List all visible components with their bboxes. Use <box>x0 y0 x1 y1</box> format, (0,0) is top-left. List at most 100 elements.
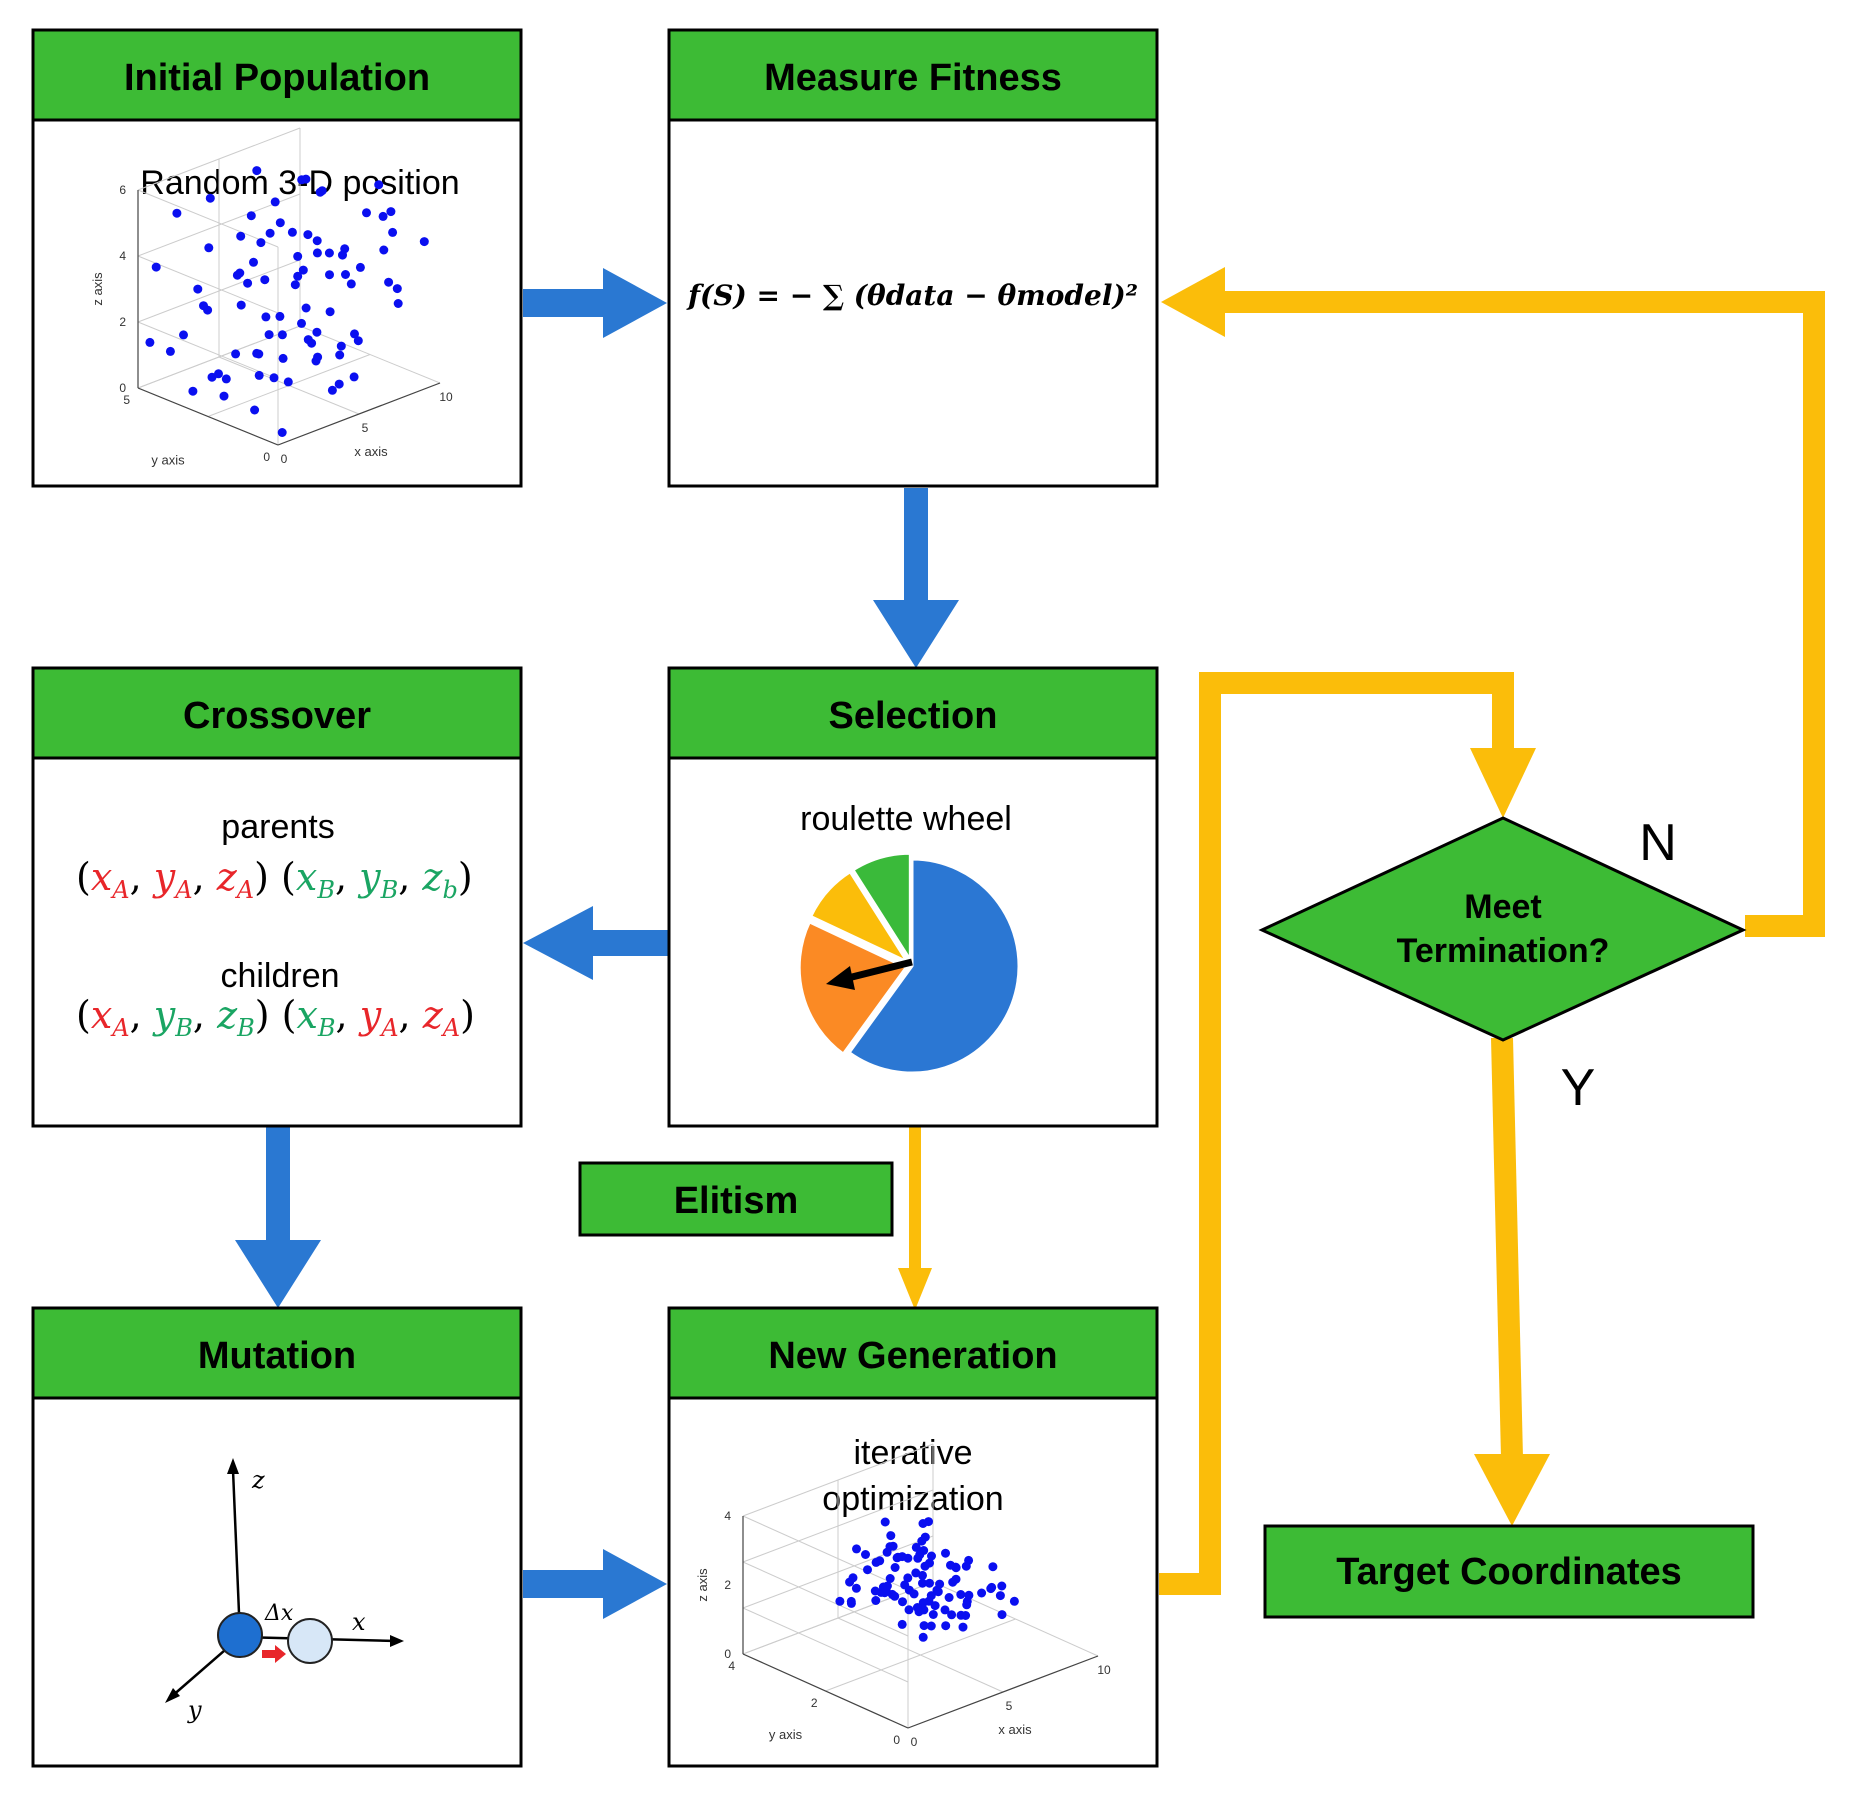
decision-diamond <box>1258 816 1747 1042</box>
scatter-point <box>911 1542 921 1552</box>
scatter-point <box>890 1591 900 1601</box>
scatter-point <box>317 186 327 196</box>
scatter-point <box>283 377 293 387</box>
scatter-point <box>956 1590 966 1599</box>
scatter-point <box>918 1598 928 1608</box>
grid-line <box>825 1618 1016 1692</box>
scatter-point <box>977 1588 987 1598</box>
grid-line <box>137 189 279 248</box>
y-axis-title: y axis <box>151 453 185 468</box>
parents-label: parents <box>221 808 334 846</box>
scatter-point <box>947 1610 957 1620</box>
initial-population-title: Initial Population <box>124 57 430 99</box>
x-tick-label: 10 <box>439 390 453 404</box>
grid-line <box>137 321 279 380</box>
scatter-point <box>312 327 322 337</box>
new-generation-caption-line1: iterative <box>853 1434 972 1472</box>
scatter-point <box>915 1550 925 1560</box>
scatter-point <box>961 1611 971 1620</box>
scatter-point <box>236 231 246 241</box>
scatter-point <box>193 284 203 294</box>
target-coordinates-box: Target Coordinates <box>1263 1524 1755 1619</box>
grid-line <box>299 325 441 384</box>
scatter-point <box>269 373 279 383</box>
scatter-point <box>165 346 175 356</box>
x-tick-label: 0 <box>911 1735 918 1749</box>
scatter-point <box>265 228 275 238</box>
y-tick-label: 0 <box>263 450 270 464</box>
scatter-point <box>204 243 214 253</box>
scatter-point <box>298 265 308 275</box>
z-axis-line <box>231 1469 242 1638</box>
z-axis-title: z axis <box>90 272 105 306</box>
x-tick-label: 10 <box>1097 1663 1111 1677</box>
grid-line <box>137 255 279 314</box>
scatter-point <box>275 311 285 321</box>
scatter-point <box>312 236 322 246</box>
scatter-point <box>918 1519 928 1528</box>
scatter-point <box>964 1590 974 1600</box>
scatter-point <box>231 349 241 359</box>
roulette-pointer-line <box>843 958 913 983</box>
scatter-point <box>861 1550 870 1559</box>
elitism-box: Elitism <box>578 1161 894 1237</box>
arrow-crossover-to-mutation-icon <box>235 1127 321 1308</box>
z-axis-label: z <box>251 1466 265 1494</box>
original-point <box>217 1612 263 1658</box>
scatter-point <box>246 211 256 221</box>
grid-line <box>742 1653 909 1729</box>
scatter-point <box>221 374 231 384</box>
scatter-point <box>388 227 398 237</box>
scatter-point <box>324 248 334 258</box>
z-tick-label: 2 <box>119 315 126 329</box>
children-label: children <box>220 957 339 995</box>
scatter-point <box>863 1565 872 1575</box>
scatter-point <box>287 227 297 237</box>
decision-line1: Meet <box>1464 888 1541 926</box>
scatter-point <box>250 405 260 415</box>
measure-fitness-box: Measure Fitness f(S) = − ∑ (θdata − θmod… <box>667 28 1159 488</box>
scatter-point <box>926 1621 936 1631</box>
z-tick-label: 6 <box>119 183 126 197</box>
loop-arrow-to-fitness-icon <box>1161 267 1225 337</box>
grid-line <box>277 382 441 446</box>
y-axis-title: y axis <box>769 1727 803 1742</box>
scatter-point <box>871 1557 881 1567</box>
x-tick-label: 0 <box>281 452 288 466</box>
scatter-point <box>297 318 306 328</box>
scatter-point <box>886 1531 896 1541</box>
pie-slice-green <box>850 851 912 966</box>
grid-line <box>137 387 279 446</box>
scatter-point <box>338 250 347 260</box>
crossover-title: Crossover <box>183 695 371 737</box>
parents-coordinates: (xA, yA, zA) (xB, yB, zb) <box>76 855 473 904</box>
scatter-point <box>275 218 285 228</box>
mutation-box: Mutation Δx x y z <box>31 1306 523 1768</box>
scatter-point <box>986 1584 996 1594</box>
scatter-point <box>349 372 359 382</box>
y-tick-label: 4 <box>728 1659 735 1673</box>
x-axis-label: x <box>352 1608 366 1636</box>
arrow-mutation-to-newgen-icon <box>523 1549 667 1619</box>
scatter-point <box>927 1551 936 1561</box>
scatter-point <box>888 1541 898 1551</box>
y-tick-label: 0 <box>893 1733 900 1747</box>
scatter-point <box>188 386 198 396</box>
scatter-point <box>301 303 311 313</box>
new-generation-caption-line2: optimization <box>822 1480 1003 1518</box>
scatter-point <box>199 301 208 311</box>
scatter-point <box>871 1596 881 1605</box>
elitism-arrow-icon <box>898 1268 932 1310</box>
scatter-point <box>918 1578 927 1588</box>
scatter-point <box>903 1573 913 1583</box>
selection-title: Selection <box>829 695 998 737</box>
scatter-point <box>256 238 266 248</box>
scatter-point <box>260 275 270 285</box>
arrow-fitness-to-selection-icon <box>873 488 959 668</box>
scatter-point <box>958 1622 968 1632</box>
scatter-point <box>392 284 402 294</box>
yes-label: Y <box>1561 1059 1596 1117</box>
